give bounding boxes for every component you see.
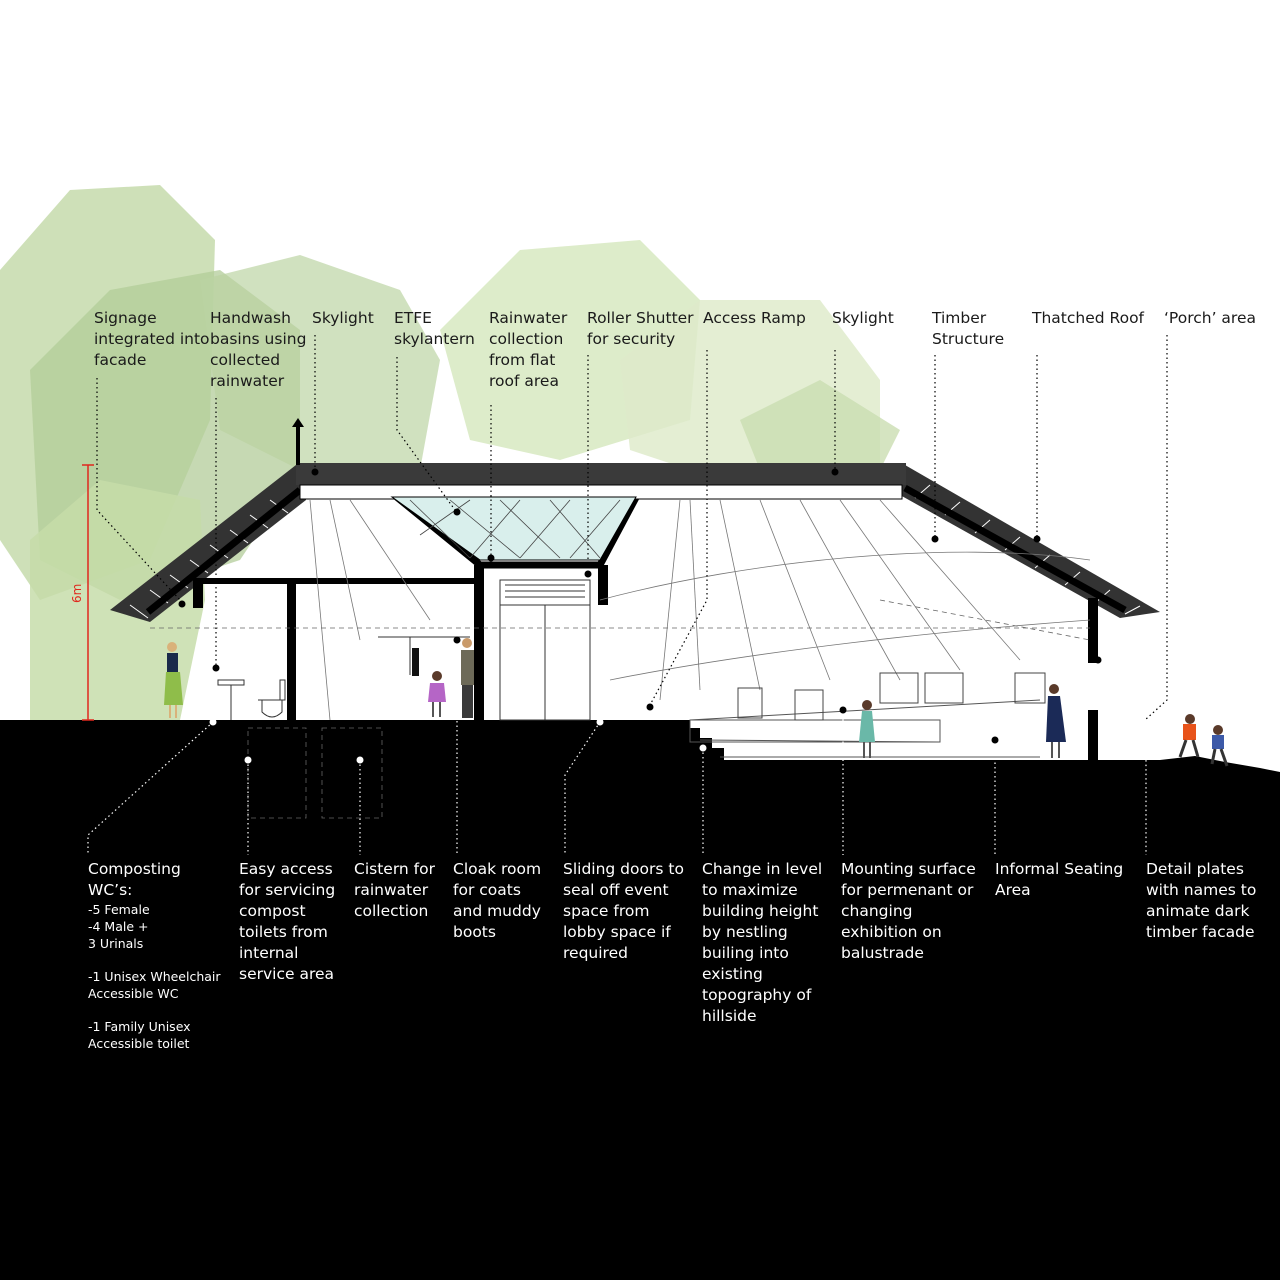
dashed-lines bbox=[150, 599, 1091, 819]
label-informal-seating: Informal Seating Area bbox=[995, 860, 1124, 899]
tree-canopy bbox=[30, 480, 205, 720]
leader-lines-top bbox=[96, 335, 1168, 721]
leader-lines-bottom bbox=[87, 640, 1147, 855]
label-roller-shutter: Roller Shutter for security bbox=[587, 309, 694, 348]
label-cistern: Cistern for rainwater collection bbox=[354, 860, 435, 920]
label-skylight-left: Skylight bbox=[312, 309, 374, 327]
label-composting-wc: Composting WC’s: -5 Female -4 Male + 3 U… bbox=[88, 859, 228, 1052]
wc-wheelchair: -1 Unisex Wheelchair Accessible WC bbox=[88, 969, 221, 1001]
dimension-label: 6m bbox=[70, 583, 84, 603]
label-thatched-roof: Thatched Roof bbox=[1032, 309, 1145, 327]
coat bbox=[412, 648, 419, 676]
thatched-roof-left bbox=[110, 465, 306, 622]
height-dimension bbox=[82, 464, 94, 721]
tree-canopy bbox=[740, 380, 900, 470]
sliding-doors bbox=[499, 579, 591, 721]
label-timber-structure: Timber Structure bbox=[932, 309, 1005, 348]
people bbox=[164, 638, 1229, 767]
person-woman-navy bbox=[1046, 684, 1066, 758]
toilet-basin bbox=[217, 679, 286, 720]
flue-pipe bbox=[296, 425, 300, 465]
wc-title: Composting WC’s: bbox=[88, 860, 181, 899]
label-detail-plates: Detail plates with names to animate dark… bbox=[1146, 860, 1257, 941]
label-easy-access: Easy access for servicing compost toilet… bbox=[239, 860, 336, 983]
wc-male: -4 Male + 3 Urinals bbox=[88, 919, 149, 951]
person-woman-green bbox=[164, 642, 183, 718]
label-etfe: ETFE skylantern bbox=[394, 309, 475, 348]
label-signage: Signage integrated into facade bbox=[94, 309, 210, 369]
wc-female: -5 Female bbox=[88, 902, 150, 917]
wc-family: -1 Family Unisex Accessible toilet bbox=[88, 1019, 191, 1051]
ground-section bbox=[0, 720, 1280, 1280]
tree-canopy bbox=[200, 255, 440, 480]
background-trees bbox=[0, 185, 900, 720]
person-woman-teal bbox=[859, 700, 875, 758]
flat-roof bbox=[296, 463, 906, 485]
thatched-roof-right bbox=[900, 465, 1160, 618]
person-child-purple bbox=[428, 671, 446, 717]
label-skylight-right: Skylight bbox=[832, 309, 894, 327]
person-man-grey bbox=[461, 638, 474, 718]
flue-cap bbox=[292, 418, 304, 427]
label-cloak-room: Cloak room for coats and muddy boots bbox=[453, 860, 542, 941]
label-sliding-doors: Sliding doors to seal off event space fr… bbox=[563, 860, 684, 962]
timber-structure-lines bbox=[309, 499, 1091, 721]
label-change-in-level: Change in level to maximize building hei… bbox=[702, 860, 823, 1025]
exhibition-windows bbox=[737, 672, 1046, 721]
label-rainwater-collection: Rainwater collection from flat roof area bbox=[489, 309, 568, 390]
cloak-rail bbox=[378, 636, 470, 675]
leader-dots bbox=[178, 468, 1102, 744]
label-handwash: Handwash basins using collected rainwate… bbox=[210, 309, 307, 390]
label-mounting-surface: Mounting surface for permenant or changi… bbox=[841, 860, 976, 962]
walls bbox=[193, 565, 1098, 760]
etfe-pattern bbox=[409, 499, 621, 559]
leader-dots-white bbox=[209, 718, 707, 764]
children-playing bbox=[1178, 714, 1229, 767]
label-porch: ‘Porch’ area bbox=[1164, 309, 1257, 327]
label-access-ramp: Access Ramp bbox=[703, 309, 806, 327]
